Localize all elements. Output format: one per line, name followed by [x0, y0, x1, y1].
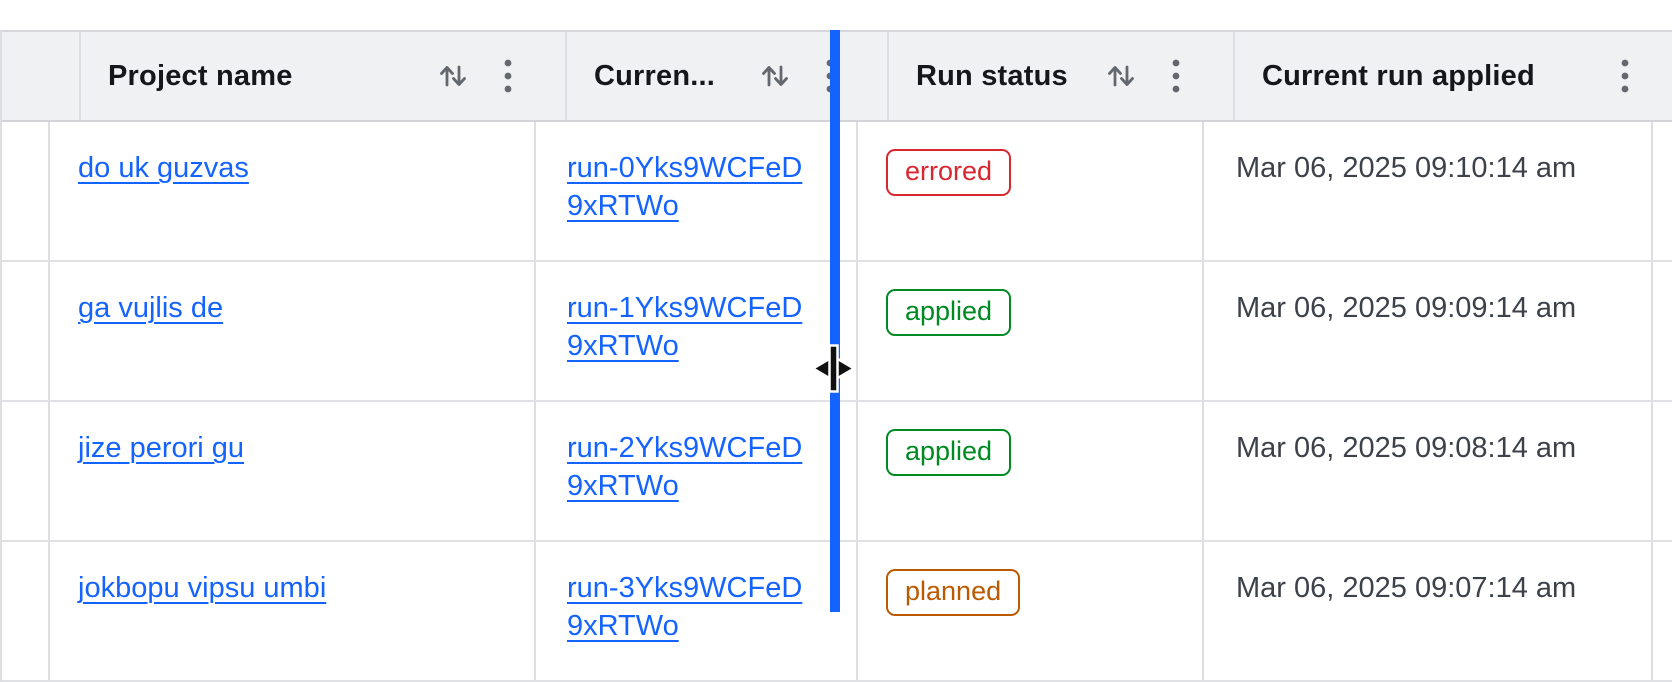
header-run-status: Run status [889, 32, 1235, 120]
current-run-link[interactable]: run-0Yks9WCFeD9xRTWo [567, 152, 803, 222]
current-run-link[interactable]: run-1Yks9WCFeD9xRTWo [567, 292, 803, 362]
row-gutter-cell [2, 122, 50, 260]
column-label: Current run applied [1262, 59, 1535, 92]
row-gutter-cell [2, 262, 50, 400]
current-run-link[interactable]: run-2Yks9WCFeD9xRTWo [567, 432, 803, 502]
sort-arrows-icon[interactable] [435, 58, 471, 94]
current-run-applied-date: Mar 06, 2025 09:07:14 am [1236, 572, 1577, 604]
run-status-badge: planned [886, 569, 1021, 616]
current-run-applied-date: Mar 06, 2025 09:08:14 am [1236, 432, 1577, 464]
run-status-badge: errored [886, 149, 1012, 196]
current-run-link[interactable]: run-3Yks9WCFeD9xRTWo [567, 572, 803, 642]
row-gutter-cell [2, 402, 50, 540]
project-link[interactable]: ga vujlis de [78, 292, 224, 324]
sort-arrows-icon[interactable] [1103, 58, 1139, 94]
kebab-menu-icon[interactable] [1618, 57, 1632, 95]
kebab-menu-icon[interactable] [1169, 57, 1183, 95]
project-link[interactable]: jize perori gu [78, 432, 245, 464]
run-status-badge: applied [886, 429, 1012, 476]
project-link[interactable]: jokbopu vipsu umbi [78, 572, 327, 604]
column-resize-line[interactable] [830, 30, 840, 612]
project-link[interactable]: do uk guzvas [78, 152, 249, 184]
header-current-run: Curren... [567, 32, 889, 120]
header-project-name: Project name [81, 32, 567, 120]
header-current-run-applied: Current run applied [1235, 32, 1672, 120]
sort-arrows-icon[interactable] [757, 58, 793, 94]
current-run-applied-date: Mar 06, 2025 09:09:14 am [1236, 292, 1577, 324]
column-label: Curren... [594, 59, 716, 92]
header-gutter-cell [2, 32, 81, 120]
kebab-menu-icon[interactable] [501, 57, 515, 95]
column-label: Project name [108, 59, 293, 92]
current-run-applied-date: Mar 06, 2025 09:10:14 am [1236, 152, 1577, 184]
run-status-badge: applied [886, 289, 1012, 336]
row-gutter-cell [2, 542, 50, 680]
column-label: Run status [916, 59, 1068, 92]
